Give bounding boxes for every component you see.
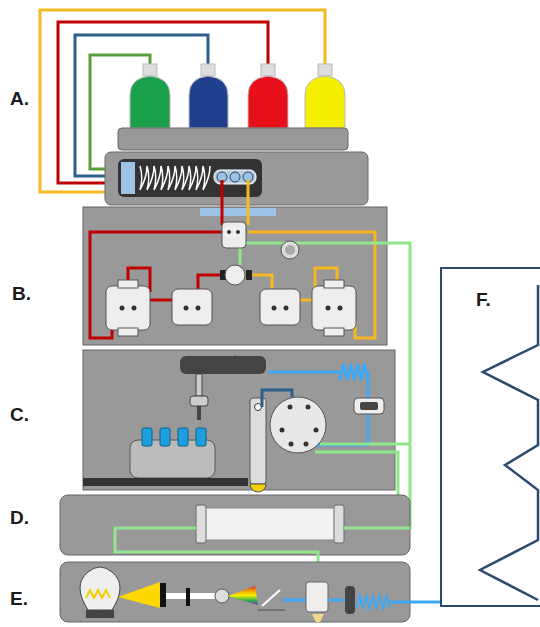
- module-label: E.: [10, 588, 28, 610]
- degasser-module: [105, 128, 368, 205]
- panel-label: F.: [476, 289, 491, 311]
- module-label: D.: [10, 507, 29, 529]
- module-label: A.: [10, 88, 29, 110]
- detector-module: [60, 562, 440, 622]
- pump-module: [83, 180, 410, 528]
- chromatogram-box: F.: [440, 267, 540, 607]
- module-label: C.: [10, 404, 29, 426]
- chromatogram-trace: [480, 285, 538, 600]
- solvent-bottles: [130, 64, 345, 128]
- module-label: B.: [12, 283, 31, 305]
